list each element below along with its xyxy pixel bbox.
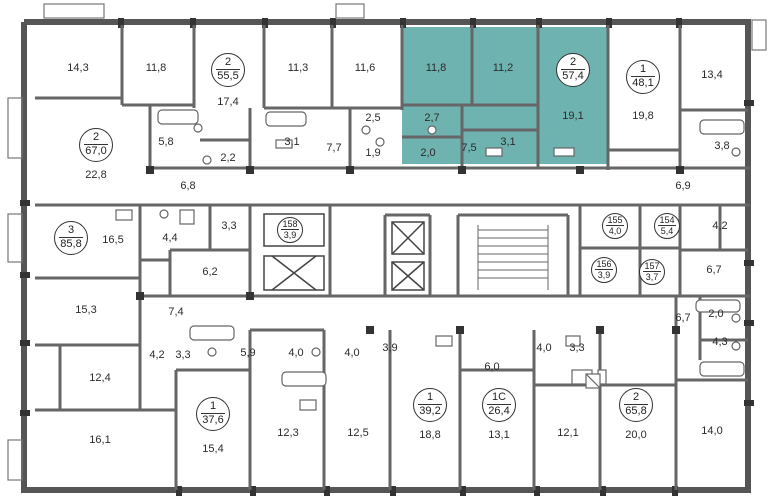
room-area: 6,2: [202, 266, 218, 278]
room-area: 2,0: [420, 147, 436, 159]
room-area: 18,8: [419, 429, 441, 441]
room-area: 16,1: [89, 434, 111, 446]
structural-columns: [136, 166, 684, 334]
room-area: 2,7: [424, 112, 440, 124]
room-area: 11,2: [492, 62, 514, 74]
elevator-shafts: [263, 213, 425, 291]
room-area: 6,9: [675, 180, 691, 192]
room-area: 5,8: [158, 136, 174, 148]
room-area: 12,5: [347, 427, 369, 439]
room-area: 13,1: [488, 429, 510, 441]
room-area: 12,4: [89, 372, 111, 384]
room-area: 4,3: [712, 336, 728, 348]
room-area: 11,8: [145, 62, 167, 74]
stairs: [477, 225, 549, 290]
sanitary-fixtures: [115, 109, 745, 411]
room-area: 11,8: [425, 62, 447, 74]
interior-walls: [35, 25, 750, 490]
room-area: 6,0: [484, 361, 500, 373]
room-area: 4,2: [149, 349, 165, 361]
room-area: 11,3: [287, 62, 309, 74]
room-area: 2,5: [365, 112, 381, 124]
room-area: 3,8: [714, 140, 730, 152]
room-area: 5,9: [240, 347, 256, 359]
window-marks: [20, 18, 754, 496]
room-area: 4,0: [536, 342, 552, 354]
room-area: 15,4: [202, 443, 224, 455]
room-area: 12,1: [557, 427, 579, 439]
room-area: 3,1: [284, 136, 300, 148]
room-area: 19,1: [562, 110, 584, 122]
room-area: 3,9: [382, 342, 398, 354]
room-area: 6,7: [706, 264, 722, 276]
room-area: 11,6: [354, 62, 376, 74]
room-area: 3,3: [221, 220, 237, 232]
room-area: 16,5: [102, 234, 124, 246]
room-area: 12,3: [277, 427, 299, 439]
room-area: 3,1: [500, 136, 516, 148]
room-area: 22,8: [85, 169, 107, 181]
room-area: 4,4: [162, 232, 178, 244]
room-area: 20,0: [625, 429, 647, 441]
room-area: 2,2: [220, 152, 236, 164]
room-area: 13,4: [701, 69, 723, 81]
room-area: 3,3: [175, 349, 191, 361]
room-area: 6,7: [675, 312, 691, 324]
room-area: 7,7: [326, 142, 342, 154]
room-area: 3,3: [569, 342, 585, 354]
room-area: 1,9: [365, 147, 381, 159]
room-area: 14,3: [67, 62, 89, 74]
room-area: 17,4: [217, 96, 239, 108]
room-area: 14,0: [701, 425, 723, 437]
room-area: 4,2: [712, 220, 728, 232]
room-area: 6,8: [180, 180, 196, 192]
room-area: 19,8: [632, 110, 654, 122]
room-area: 2,0: [708, 308, 724, 320]
room-area: 15,3: [75, 304, 97, 316]
room-area: 7,4: [168, 306, 184, 318]
room-area: 4,0: [288, 347, 304, 359]
room-area: 4,0: [344, 347, 360, 359]
room-area: 7,5: [461, 142, 477, 154]
